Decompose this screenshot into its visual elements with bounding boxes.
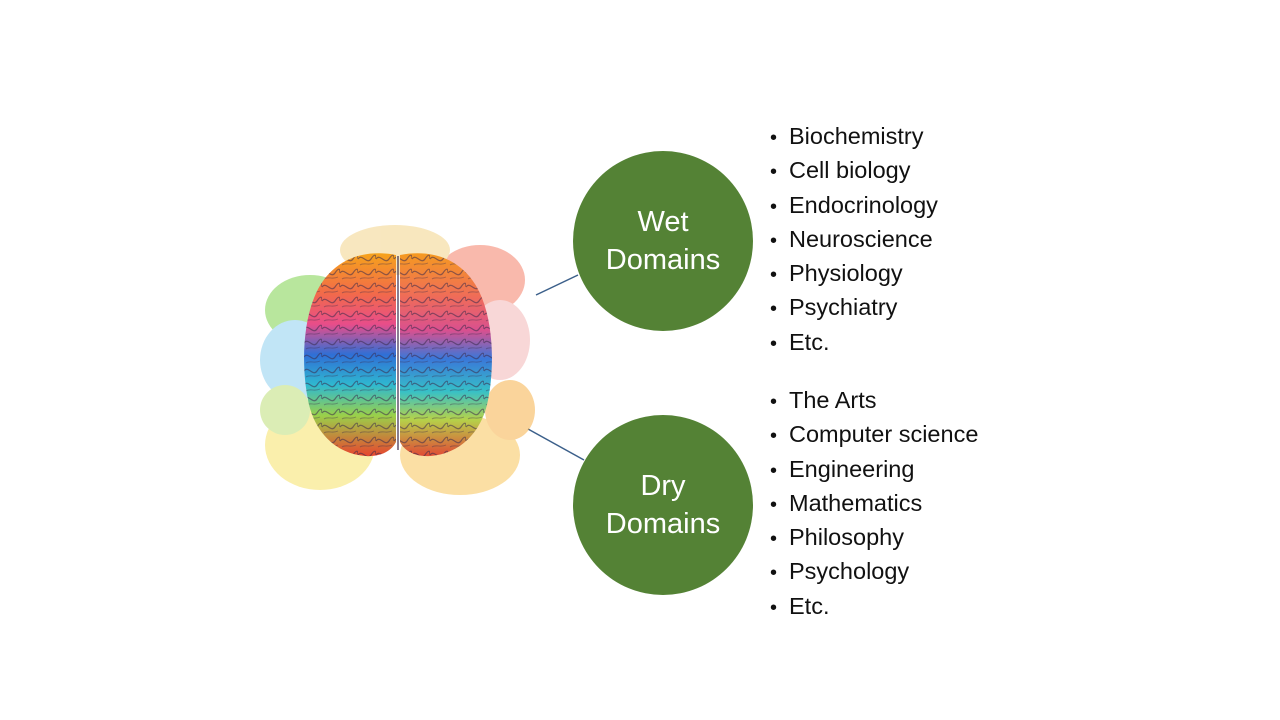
bullet-icon: •: [770, 229, 778, 252]
bullet-icon: •: [770, 264, 778, 287]
bullet-icon: •: [770, 596, 778, 619]
bullet-icon: •: [770, 562, 778, 585]
bullet-icon: •: [770, 459, 778, 482]
wet-domains-title-line1: Wet: [637, 206, 689, 238]
connector-wet: [535, 274, 579, 296]
bullet-icon: •: [770, 528, 778, 551]
list-item: •Psychiatry: [770, 290, 938, 324]
list-item: •Endocrinology: [770, 188, 938, 222]
list-item: •Mathematics: [770, 486, 978, 520]
dry-domains-title-line2: Domains: [605, 508, 721, 540]
wet-domains-title-line2: Domains: [605, 244, 721, 276]
bullet-icon: •: [770, 425, 778, 448]
list-item: •Computer science: [770, 417, 978, 451]
brain-icon: [260, 225, 535, 495]
list-item: •Neuroscience: [770, 222, 938, 256]
list-item: •Engineering: [770, 452, 978, 486]
bullet-icon: •: [770, 391, 778, 413]
wet-domains-list: •Biochemistry •Cell biology •Endocrinolo…: [770, 119, 938, 359]
connector-dry: [527, 428, 585, 461]
list-item: •Philosophy: [770, 520, 978, 554]
list-item: •Etc.: [770, 589, 978, 623]
bullet-icon: •: [770, 195, 778, 218]
dry-domains-list: •The Arts •Computer science •Engineering…: [770, 383, 978, 623]
wet-domains-circle: Wet Domains: [573, 151, 753, 331]
bullet-icon: •: [770, 332, 778, 355]
bullet-icon: •: [770, 298, 778, 321]
bullet-icon: •: [770, 127, 778, 149]
list-item: •The Arts: [770, 383, 978, 417]
bullet-icon: •: [770, 161, 778, 184]
list-item: •Etc.: [770, 325, 938, 359]
bullet-icon: •: [770, 493, 778, 516]
list-item: •Physiology: [770, 256, 938, 290]
dry-domains-circle: Dry Domains: [573, 415, 753, 595]
dry-domains-title-line1: Dry: [640, 470, 686, 502]
list-item: •Biochemistry: [770, 119, 938, 153]
list-item: •Psychology: [770, 554, 978, 588]
list-item: •Cell biology: [770, 153, 938, 187]
